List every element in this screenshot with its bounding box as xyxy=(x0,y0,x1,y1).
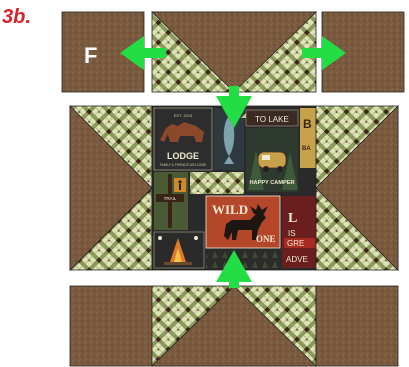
lake-adventure-text: ADVE xyxy=(286,255,308,264)
wild-text: WILD xyxy=(212,202,248,217)
one-text: ONE xyxy=(256,234,276,244)
lodge-est-text: EST. 2015 xyxy=(174,113,193,118)
lodge-subtitle: FAMILY & FRIENDS WELCOME xyxy=(160,163,206,167)
b-letter: B xyxy=(303,117,312,131)
bottom-right-brown-square xyxy=(316,286,398,366)
small-plaid-inset xyxy=(190,172,244,194)
center-novelty-panel: EST. 2015 LODGE FAMILY & FRIENDS WELCOME… xyxy=(152,106,316,270)
bottom-row xyxy=(70,286,398,366)
patch-letter-f: F xyxy=(84,43,97,68)
ba-letters: BA xyxy=(302,146,311,152)
top-row: F xyxy=(62,12,404,92)
step-label: 3b. xyxy=(2,6,31,29)
bottom-flying-geese-unit xyxy=(152,286,316,366)
lodge-title: LODGE xyxy=(167,151,199,161)
middle-row: EST. 2015 LODGE FAMILY & FRIENDS WELCOME… xyxy=(70,106,398,270)
lake-great-text: GRE xyxy=(287,239,304,248)
lake-is-text: IS xyxy=(288,229,296,238)
lake-letter: L xyxy=(288,211,297,226)
top-flying-geese-unit xyxy=(152,12,316,92)
tree-strip xyxy=(206,250,280,268)
to-lake-text: TO LAKE xyxy=(255,115,289,124)
bottom-left-brown-square xyxy=(70,286,152,366)
right-flying-geese-unit xyxy=(316,106,398,270)
trail-text: TRAIL xyxy=(164,196,177,201)
happy-camper-text: HAPPY CAMPER xyxy=(250,180,295,186)
left-flying-geese-unit xyxy=(70,106,152,270)
